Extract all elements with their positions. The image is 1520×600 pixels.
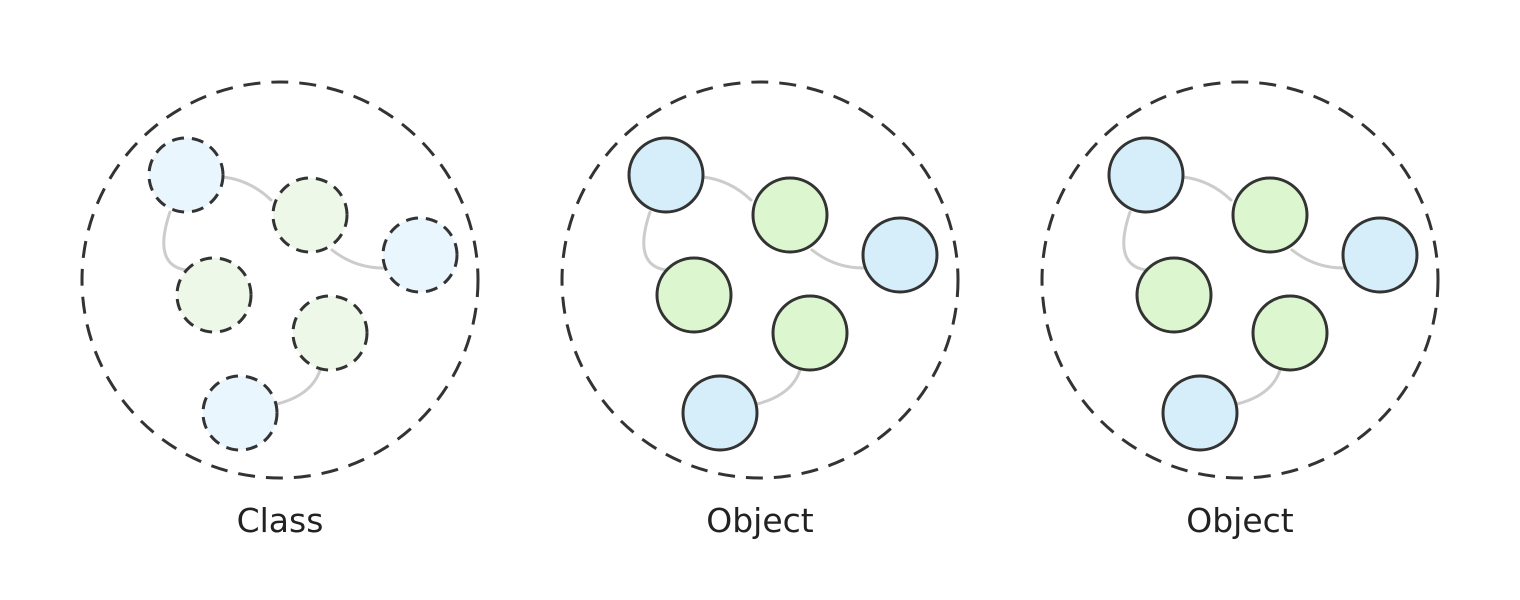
node-blue-1 (147, 136, 225, 214)
connector-line-1 (701, 175, 753, 202)
node-green-2 (751, 176, 829, 254)
node-blue-3 (861, 216, 939, 294)
connector-line-2 (642, 210, 668, 272)
node-green-5 (1251, 294, 1329, 372)
connector-line-1 (1181, 175, 1233, 202)
node-blue-3 (1341, 216, 1419, 294)
connector-line-4 (755, 368, 802, 406)
connector-line-4 (1235, 368, 1282, 406)
node-green-5 (771, 294, 849, 372)
connector-line-2 (162, 210, 188, 272)
group-boundary (80, 80, 480, 480)
connector-line-3 (810, 248, 865, 270)
connector-line-3 (330, 248, 385, 270)
connector-line-4 (275, 368, 322, 406)
node-green-2 (1231, 176, 1309, 254)
caption-object-2: Object (1186, 501, 1294, 540)
group-class (80, 80, 480, 480)
connector-line-3 (1290, 248, 1345, 270)
node-green-2 (271, 176, 349, 254)
caption-object-1: Object (706, 501, 814, 540)
group-boundary (560, 80, 960, 480)
node-green-4 (175, 256, 253, 334)
node-blue-1 (1107, 136, 1185, 214)
caption-class: Class (237, 501, 324, 540)
node-blue-6 (1161, 374, 1239, 452)
connector-line-2 (1122, 210, 1148, 272)
node-blue-6 (681, 374, 759, 452)
node-blue-3 (381, 216, 459, 294)
node-blue-6 (201, 374, 279, 452)
node-green-4 (1135, 256, 1213, 334)
connector-line-1 (221, 175, 273, 202)
node-blue-1 (627, 136, 705, 214)
group-object-2 (1040, 80, 1440, 480)
group-boundary (1040, 80, 1440, 480)
node-green-4 (655, 256, 733, 334)
node-green-5 (291, 294, 369, 372)
group-object-1 (560, 80, 960, 480)
